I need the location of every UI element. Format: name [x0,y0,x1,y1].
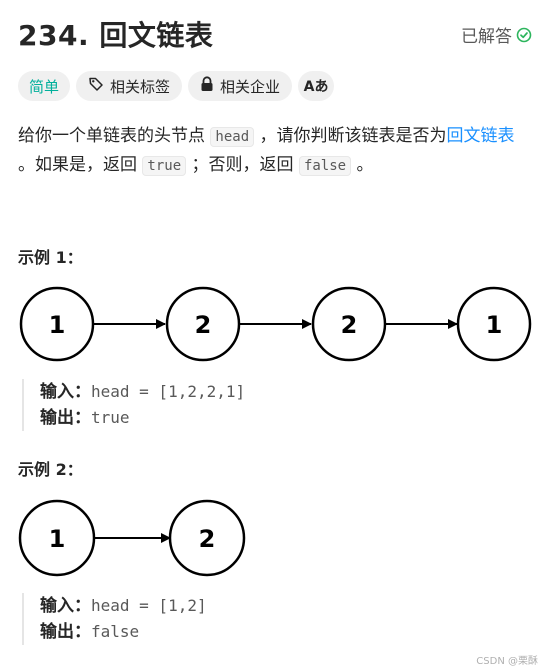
example-2-linked-list-diagram: 1 2 [18,499,246,577]
example-1-input: 输入：head = [1,2,2,1] [40,379,245,405]
input-value: head = [1,2] [91,596,207,615]
list-node: 2 [165,286,241,362]
node-value: 1 [49,525,66,553]
example-2-io: 输入：head = [1,2] 输出：false [22,593,207,645]
example-1-output: 输出：true [40,405,245,431]
node-value: 1 [486,311,503,339]
list-node: 2 [168,499,246,577]
description-line-2: 。如果是，返回 true ；否则，返回 false 。 [18,151,538,180]
problem-description: 给你一个单链表的头节点 head ，请你判断该链表是否为回文链表 。如果是，返回… [18,122,538,180]
output-label: 输出： [40,408,91,428]
description-text: 。如果是，返回 [18,155,143,175]
code-true: true [142,156,187,176]
tag-icon [88,76,104,96]
palindrome-link[interactable]: 回文链表 [446,126,515,146]
solved-label: 已解答 [461,27,512,47]
output-value: true [91,408,130,427]
font-size-button[interactable]: Aあ [298,71,335,101]
node-value: 2 [199,525,216,553]
tag-row: 简单 相关标签 相关企业 Aあ [18,71,335,101]
output-value: false [91,622,140,641]
problem-header: 234. 回文链表 已解答 [18,14,532,54]
related-companies-button[interactable]: 相关企业 [188,71,293,101]
example-2-output: 输出：false [40,619,207,645]
difficulty-badge[interactable]: 简单 [18,71,71,101]
description-text: 。 [351,155,374,175]
description-text: ；否则，返回 [186,155,299,175]
problem-title: 234. 回文链表 [18,19,214,52]
example-1-linked-list-diagram: 1 2 2 1 [19,286,532,362]
description-text: ，请你判断该链表是否为 [254,126,447,146]
related-topics-button[interactable]: 相关标签 [76,71,183,101]
example-2-input: 输入：head = [1,2] [40,593,207,619]
node-value: 1 [49,311,66,339]
input-value: head = [1,2,2,1] [91,382,246,401]
example-1-io: 输入：head = [1,2,2,1] 输出：true [22,379,245,431]
solved-status: 已解答 [461,22,532,47]
watermark: CSDN @栗酥 [476,656,538,667]
description-text: 给你一个单链表的头节点 [18,126,211,146]
related-companies-label: 相关企业 [220,77,281,96]
lock-icon [200,76,214,96]
node-value: 2 [195,311,212,339]
list-node: 1 [456,286,532,362]
code-head: head [210,127,255,147]
list-node: 1 [19,286,95,362]
list-node: 1 [18,499,96,577]
check-circle-icon [516,27,532,43]
input-label: 输入： [40,382,91,402]
input-label: 输入： [40,596,91,616]
example-1-title: 示例 1： [18,248,83,267]
related-topics-label: 相关标签 [110,77,171,96]
description-line-1: 给你一个单链表的头节点 head ，请你判断该链表是否为回文链表 [18,122,538,151]
node-value: 2 [341,311,358,339]
output-label: 输出： [40,622,91,642]
example-2-title: 示例 2： [18,460,83,479]
list-node: 2 [311,286,387,362]
code-false: false [298,156,352,176]
